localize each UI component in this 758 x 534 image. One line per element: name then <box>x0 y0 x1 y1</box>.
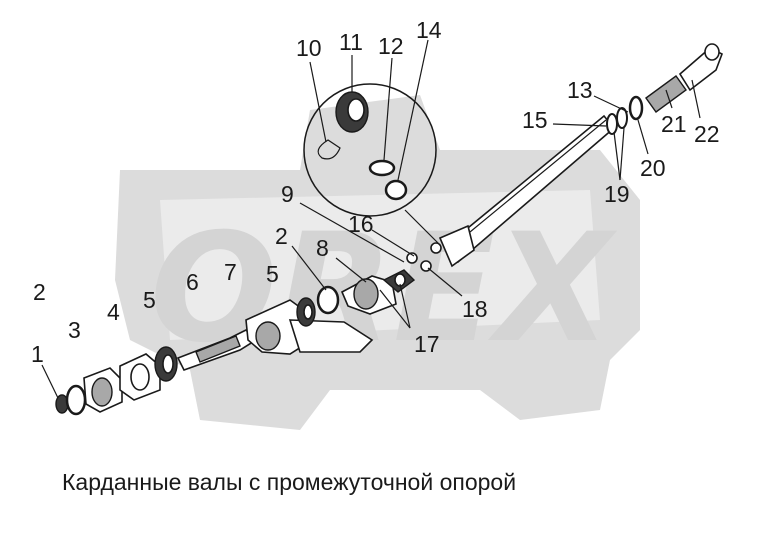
callout-19: 19 <box>604 181 630 207</box>
part-16-18-bearing-cups <box>406 242 442 272</box>
part-17-crosspiece <box>382 269 416 293</box>
callout-2-left: 2 <box>33 279 46 305</box>
part-10-cotter-pin <box>317 139 341 160</box>
callout-17: 17 <box>414 331 440 357</box>
watermark: OREX <box>115 95 640 430</box>
part-15-tube-shaft <box>438 114 616 268</box>
callout-6: 6 <box>186 269 199 295</box>
callout-2-right: 2 <box>275 223 288 249</box>
part-5-bearing-left <box>154 346 178 382</box>
callout-16: 16 <box>348 211 374 237</box>
callout-11: 11 <box>339 29 363 55</box>
callout-7: 7 <box>224 259 237 285</box>
inset-leader <box>404 209 441 246</box>
callout-15: 15 <box>522 107 548 133</box>
callout-12: 12 <box>378 33 404 59</box>
callout-9: 9 <box>281 181 294 207</box>
callouts: 1 2 3 4 5 6 7 2 5 8 9 10 11 12 14 16 17 … <box>31 17 720 367</box>
part-11-nut <box>335 91 369 133</box>
callout-21: 21 <box>661 111 687 137</box>
part-3-flange-cover <box>83 367 123 413</box>
part-22-yoke <box>678 43 724 92</box>
part-19-20-rings <box>606 95 644 135</box>
figure-caption: Карданные валы с промежуточной опорой <box>62 469 516 495</box>
part-2-ring-left <box>65 384 87 416</box>
part-12-ring <box>368 159 396 177</box>
detail-inset-circle <box>303 83 437 217</box>
callout-10: 10 <box>296 35 322 61</box>
callout-13: 13 <box>567 77 593 103</box>
callout-22: 22 <box>694 121 720 147</box>
callout-1: 1 <box>31 341 44 367</box>
part-2-ring-right <box>316 285 340 315</box>
part-5-bearing-right <box>296 297 316 327</box>
callout-18: 18 <box>462 296 488 322</box>
callout-14: 14 <box>416 17 442 43</box>
callout-4: 4 <box>107 299 120 325</box>
part-7-housing-bracket <box>245 299 374 355</box>
callout-3: 3 <box>68 317 81 343</box>
callout-8: 8 <box>316 235 329 261</box>
part-21-splined-shaft <box>645 75 687 113</box>
part-8-flange-yoke <box>340 275 397 315</box>
leader-lines <box>41 39 701 399</box>
part-14-ring <box>384 179 408 201</box>
callout-5-left: 5 <box>143 287 156 313</box>
callout-20: 20 <box>640 155 666 181</box>
callout-5-right: 5 <box>266 261 279 287</box>
part-4-gasket <box>119 353 161 401</box>
